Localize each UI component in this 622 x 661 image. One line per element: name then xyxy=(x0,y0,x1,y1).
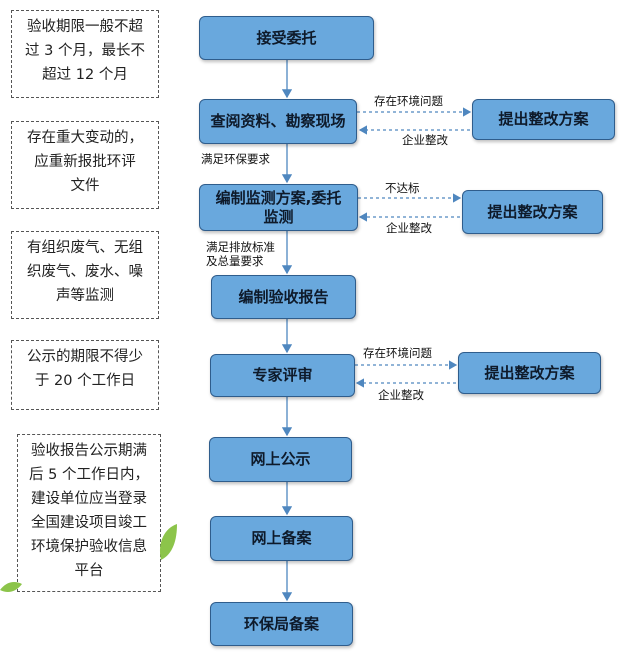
step-accept-commission: 接受委托 xyxy=(199,16,374,60)
step-epb-filing: 环保局备案 xyxy=(210,602,353,646)
label-meet-env: 满足环保要求 xyxy=(201,152,270,166)
note-monitoring-items: 有组织废气、无组 织废气、废水、噪 声等监测 xyxy=(11,231,159,319)
side-rectification-plan-2: 提出整改方案 xyxy=(462,190,603,234)
note-platform-registration: 验收报告公示期满 后 5 个工作日内， 建设单位应当登录 全国建设项目竣工 环境… xyxy=(17,434,161,592)
label-not-meet: 不达标 xyxy=(385,181,420,195)
leaf-icon xyxy=(159,524,177,560)
leaf-icon xyxy=(0,582,22,592)
label-issue-1: 存在环境问题 xyxy=(374,94,443,108)
label-rectify-3: 企业整改 xyxy=(378,388,424,402)
step-monitoring-plan: 编制监测方案,委托 监测 xyxy=(199,184,358,231)
step-online-filing: 网上备案 xyxy=(210,516,353,561)
step-expert-review: 专家评审 xyxy=(210,354,355,397)
label-rectify-2: 企业整改 xyxy=(386,221,432,235)
note-acceptance-period: 验收期限一般不超 过 3 个月，最长不 超过 12 个月 xyxy=(11,10,159,98)
side-rectification-plan-1: 提出整改方案 xyxy=(472,99,615,140)
note-major-change: 存在重大变动的， 应重新报批环评 文件 xyxy=(11,121,159,209)
step-online-publicity: 网上公示 xyxy=(209,437,352,482)
side-rectification-plan-3: 提出整改方案 xyxy=(458,352,601,394)
step-acceptance-report: 编制验收报告 xyxy=(211,275,356,319)
label-rectify-1: 企业整改 xyxy=(402,133,448,147)
step-review-survey: 查阅资料、勘察现场 xyxy=(199,99,357,144)
note-publicity-period: 公示的期限不得少 于 20 个工作日 xyxy=(11,340,159,410)
label-meet-emission: 满足排放标准 及总量要求 xyxy=(206,240,275,268)
label-issue-2: 存在环境问题 xyxy=(363,346,432,360)
